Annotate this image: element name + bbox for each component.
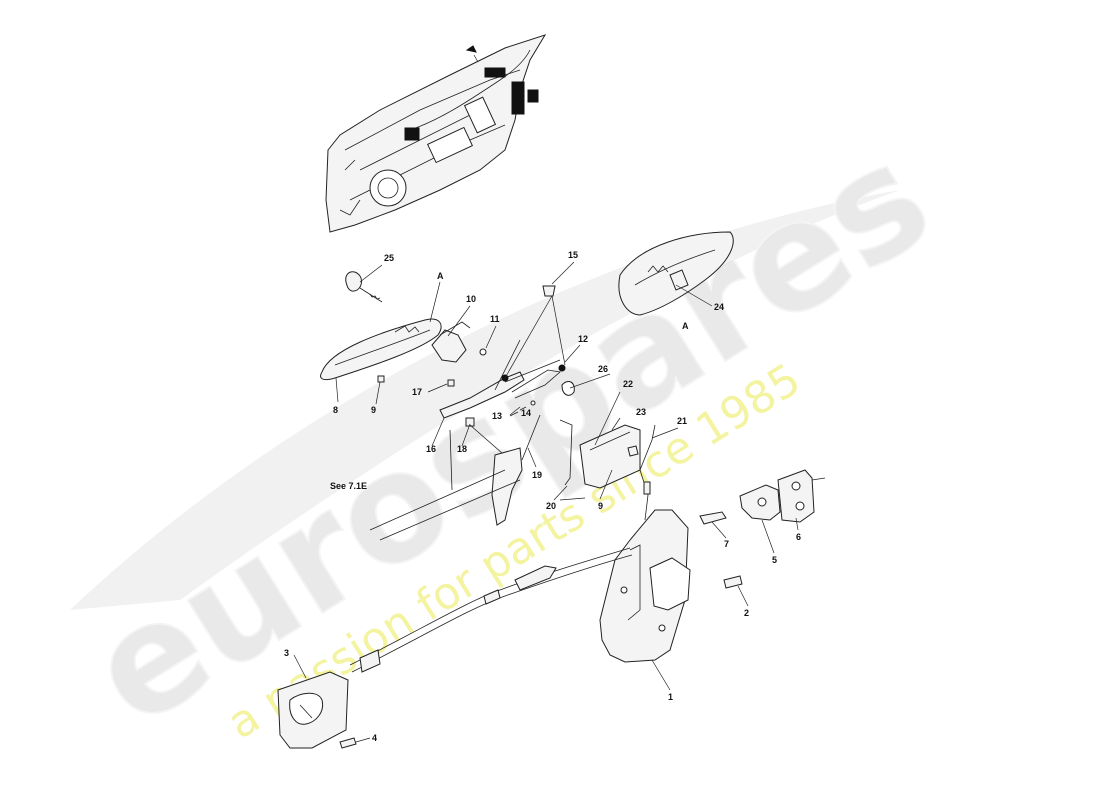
callout-6: 6	[796, 532, 801, 542]
callout-25: 25	[384, 253, 394, 263]
callout-19: 19	[532, 470, 542, 480]
release-cable	[349, 547, 633, 673]
callout-26: 26	[598, 364, 608, 374]
callout-5: 5	[772, 555, 777, 565]
door-latch	[599, 509, 691, 663]
callout-7: 7	[724, 539, 729, 549]
callout-15: 15	[568, 250, 578, 260]
callout-17: 17	[412, 387, 422, 397]
reference-lines	[369, 469, 586, 541]
callout-21: 21	[677, 416, 687, 426]
interior-handle	[277, 671, 357, 749]
callout-16: 16	[426, 444, 436, 454]
linkage-rods	[439, 339, 575, 526]
callout-11: 11	[490, 314, 500, 324]
rod-21	[639, 424, 656, 521]
callout-labels: 1 2 3 4 5 6 7 8 9 9 10 11 12 13 14 15 16…	[284, 250, 801, 743]
see-reference-label: See 7.1E	[330, 481, 367, 491]
callout-9-right: 9	[598, 501, 603, 511]
callout-12: 12	[578, 334, 588, 344]
watermark-swoosh	[70, 190, 900, 610]
callout-4: 4	[372, 733, 377, 743]
callout-24: 24	[714, 302, 724, 312]
callout-8: 8	[333, 405, 338, 415]
callout-13: 13	[492, 411, 502, 421]
exterior-handle-right	[618, 231, 734, 316]
callout-3: 3	[284, 648, 289, 658]
striker-assembly	[699, 469, 826, 589]
callout-10: 10	[466, 294, 476, 304]
key	[345, 271, 383, 303]
door-inner-panel	[325, 34, 547, 233]
callout-22: 22	[623, 379, 633, 389]
exterior-handle-left	[320, 318, 442, 381]
callout-9-left: 9	[371, 405, 376, 415]
lever-bracket	[431, 321, 471, 363]
callout-2: 2	[744, 608, 749, 618]
callout-20: 20	[546, 501, 556, 511]
view-marker-a-right: A	[682, 321, 689, 331]
watermark: eurospares a passion for parts since 198…	[61, 109, 960, 761]
callout-14: 14	[521, 408, 531, 418]
watermark-brand: eurospares	[62, 110, 959, 760]
view-marker-a-left: A	[437, 271, 444, 281]
callout-18: 18	[457, 444, 467, 454]
callout-23: 23	[636, 407, 646, 417]
leader-lines	[293, 261, 799, 743]
callout-1: 1	[668, 692, 673, 702]
